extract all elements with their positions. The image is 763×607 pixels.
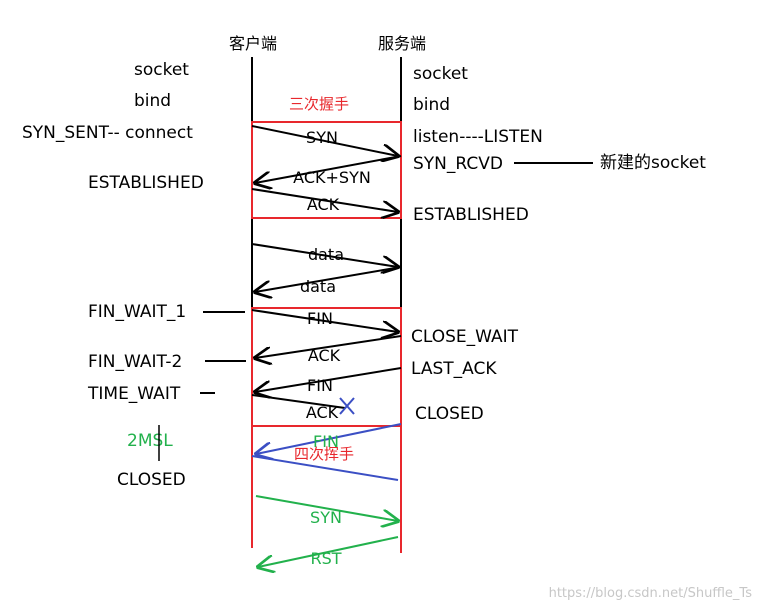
client-established: ESTABLISHED — [88, 173, 204, 193]
server-header: 服务端 — [378, 34, 426, 53]
arrow-ack-3-lost — [251, 394, 346, 409]
lost-x-b — [339, 397, 355, 415]
label-ack-syn: ACK+SYN — [293, 168, 371, 187]
server-new-socket: 新建的socket — [600, 153, 706, 173]
label-syn-new: SYN — [310, 508, 342, 527]
four-way-label: 四次挥手 — [294, 445, 354, 463]
server-listen: listen----LISTEN — [413, 127, 543, 147]
label-ack-3: ACK — [306, 403, 339, 422]
arrow-rst — [258, 536, 399, 567]
arrow-fin-2 — [255, 367, 402, 392]
label-ack-1: ACK — [307, 195, 340, 214]
arrow-ack-1 — [251, 188, 398, 212]
client-syn-sent: SYN_SENT-- connect — [22, 123, 193, 143]
arrow-syn — [251, 125, 398, 156]
label-data-2: data — [300, 277, 336, 296]
server-last-ack: LAST_ACK — [411, 359, 497, 379]
label-ack-2: ACK — [308, 346, 341, 365]
arrow-fin-1 — [251, 309, 398, 332]
client-time-wait: TIME_WAIT — [87, 384, 181, 404]
client-fin-wait-1: FIN_WAIT_1 — [88, 302, 186, 322]
client-fin-wait-2: FIN_WAIT-2 — [88, 352, 182, 372]
server-closed: CLOSED — [415, 404, 484, 424]
client-closed: CLOSED — [117, 470, 186, 490]
server-bind: bind — [413, 95, 450, 115]
three-way-box — [251, 121, 402, 219]
client-header: 客户端 — [229, 34, 277, 53]
watermark: https://blog.csdn.net/Shuffle_Ts — [549, 586, 753, 601]
label-rst: RST — [310, 549, 341, 568]
server-socket: socket — [413, 64, 468, 84]
client-socket: socket — [134, 60, 189, 80]
server-close-wait: CLOSE_WAIT — [411, 327, 519, 347]
server-established: ESTABLISHED — [413, 205, 529, 225]
label-fin-retransmit: FIN — [313, 432, 339, 451]
label-fin-2: FIN — [307, 376, 333, 395]
client-bind: bind — [134, 91, 171, 111]
client-2msl: 2MSL — [127, 431, 173, 451]
arrow-ack-syn — [255, 155, 402, 183]
label-syn: SYN — [306, 128, 338, 147]
arrow-ack-2 — [255, 335, 402, 358]
four-way-box — [251, 307, 402, 427]
arrow-data-1 — [251, 243, 398, 267]
label-fin-1: FIN — [307, 309, 333, 328]
arrow-ack-retransmit — [251, 455, 399, 481]
label-data-1: data — [308, 245, 344, 264]
arrow-data-2 — [255, 266, 402, 292]
arrow-syn-new — [255, 495, 398, 521]
arrow-fin-retransmit — [256, 423, 402, 454]
three-way-label: 三次握手 — [289, 95, 349, 113]
server-syn-rcvd: SYN_RCVD — [413, 154, 503, 174]
